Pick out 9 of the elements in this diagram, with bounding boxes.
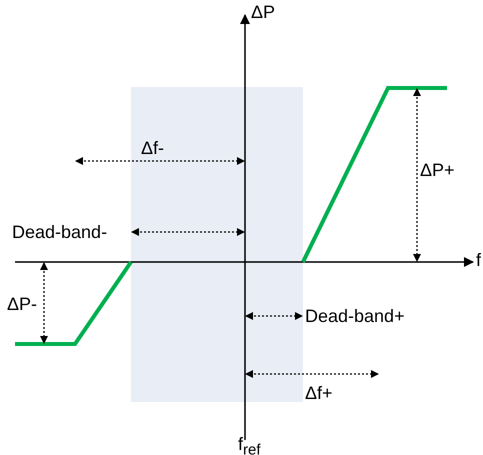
- dimension-label: ΔP-: [7, 294, 38, 314]
- dimension-label: Δf+: [305, 383, 333, 403]
- axis-label: f: [476, 250, 482, 270]
- axis-label: ΔP: [251, 2, 276, 22]
- dimension-label: Dead-band+: [305, 306, 405, 326]
- dimension-label: Δf-: [141, 138, 164, 158]
- dimension-label: ΔP+: [420, 160, 455, 180]
- dimension-label: Dead-band-: [12, 222, 108, 242]
- axis-label: f$_{ref}$: [238, 434, 261, 455]
